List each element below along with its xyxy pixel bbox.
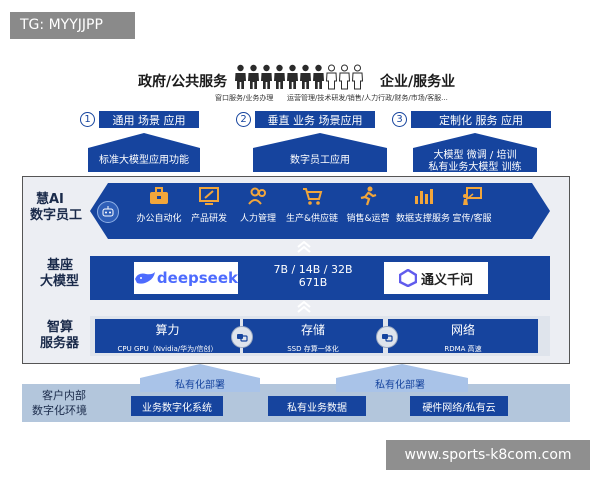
arrow-label-1: 标准大模型应用功能 xyxy=(99,155,189,166)
people-group-icon xyxy=(234,64,370,90)
business-system-box: 业务数字化系统 xyxy=(131,396,223,416)
network-sub: RDMA 高速 xyxy=(444,345,482,353)
briefcase-icon xyxy=(148,186,170,206)
deploy-label-1: 私有化部署 xyxy=(175,380,225,391)
model-sizes-line1: 7B / 14B / 32B xyxy=(273,263,353,276)
whale-icon xyxy=(135,272,155,284)
robot-icon xyxy=(97,201,119,223)
tongyi-mark-icon xyxy=(398,269,417,287)
ai-item-label: 产品研发 xyxy=(190,214,227,224)
compute-title: 算力 xyxy=(155,323,180,337)
ai-item-label: 数据支撑服务 xyxy=(395,214,450,224)
gov-sub-label: 窗口服务/业务办理 xyxy=(215,94,274,102)
storage-box: 存储 SSD 存算一体化 xyxy=(243,319,383,353)
private-data-box: 私有业务数据 xyxy=(268,396,366,416)
arrow-shape-3 xyxy=(413,133,537,172)
scene-number: 1 xyxy=(80,112,95,127)
ai-item-rnd: 产品研发 xyxy=(173,186,245,224)
ai-item-sales: 销售&运营 xyxy=(332,186,404,224)
deepseek-logo: deepseek xyxy=(134,262,238,294)
storage-sub: SSD 存算一体化 xyxy=(287,345,339,353)
scene-2: 2 垂直 业务 场景应用 xyxy=(236,111,375,128)
chevron-up-icon xyxy=(297,240,311,253)
storage-title: 存储 xyxy=(300,323,325,337)
scene-label: 定制化 服务 应用 xyxy=(411,111,551,128)
scene-number: 2 xyxy=(236,112,251,127)
ai-item-label: 人力管理 xyxy=(239,214,276,224)
ai-item-label: 办公自动化 xyxy=(136,214,182,224)
gov-public-label: 政府/公共服务 xyxy=(138,74,228,90)
customer-label-1: 客户内部 xyxy=(42,389,86,402)
compute-sub: CPU GPU（Nvidia/华为/信创） xyxy=(117,345,218,353)
arrow-label-3b: 私有业务大模型 训练 xyxy=(428,162,522,173)
scene-label: 通用 场景 应用 xyxy=(99,111,199,128)
ai-item-promo: 宣传/客服 xyxy=(436,186,508,224)
link-icon xyxy=(376,326,398,348)
deepseek-text: deepseek xyxy=(156,269,238,287)
customer-label-2: 数字化环境 xyxy=(32,404,87,417)
hardware-network-box: 硬件网络/私有云 xyxy=(410,396,508,416)
ai-employee-label-2: 数字员工 xyxy=(30,208,83,223)
ai-item-label: 宣传/客服 xyxy=(452,214,492,224)
presenter-icon xyxy=(461,186,483,206)
runner-icon xyxy=(357,186,379,206)
model-sizes: 7B / 14B / 32B 671B xyxy=(258,263,368,289)
tongyi-logo: 通义千问 xyxy=(384,262,488,294)
network-box: 网络 RDMA 高速 xyxy=(388,319,538,353)
cart-icon xyxy=(301,186,323,206)
scene-1: 1 通用 场景 应用 xyxy=(80,111,199,128)
foundation-label-2: 大模型 xyxy=(40,274,80,289)
bar-chart-icon xyxy=(412,186,434,206)
ai-item-label: 销售&运营 xyxy=(346,214,390,224)
foundation-label-1: 基座 xyxy=(47,258,74,273)
enterprise-label: 企业/服务业 xyxy=(380,74,456,90)
arrow-shape-1 xyxy=(88,133,200,172)
model-sizes-line2: 671B xyxy=(298,276,328,289)
watermark-top: TG: MYYJJPP xyxy=(10,12,135,39)
ai-item-data: 数据支撑服务 xyxy=(387,186,459,224)
arrow-label-2: 数字员工应用 xyxy=(290,155,350,166)
arrow-label-3a: 大模型 微调 / 培训 xyxy=(433,150,517,161)
ai-item-hr: 人力管理 xyxy=(222,186,294,224)
up-arrows-graphic xyxy=(88,133,537,172)
compute-label-1: 智算 xyxy=(47,320,74,335)
deploy-label-2: 私有化部署 xyxy=(375,380,425,391)
watermark-bottom: www.sports-k8com.com xyxy=(386,440,590,470)
people-icon xyxy=(247,186,269,206)
ai-item-supply: 生产&供应链 xyxy=(276,186,348,224)
ai-employee-label-1: 慧AI xyxy=(36,192,64,207)
tongyi-text: 通义千问 xyxy=(420,272,473,288)
scene-3: 3 定制化 服务 应用 xyxy=(392,111,551,128)
compute-label-2: 服务器 xyxy=(40,336,80,351)
chevron-up-icon xyxy=(297,300,311,313)
compute-box: 算力 CPU GPU（Nvidia/华为/信创） xyxy=(95,319,240,353)
network-title: 网络 xyxy=(450,323,475,337)
scene-number: 3 xyxy=(392,112,407,127)
enterprise-sub-label: 运营管理/技术研发/销售/人力行政/财务/市场/客服... xyxy=(287,94,448,102)
monitor-pen-icon xyxy=(198,186,220,206)
link-icon xyxy=(231,326,253,348)
deploy-arrows-graphic xyxy=(140,364,468,392)
ai-item-label: 生产&供应链 xyxy=(285,214,339,224)
ai-item-office: 办公自动化 xyxy=(123,186,195,224)
scene-label: 垂直 业务 场景应用 xyxy=(255,111,375,128)
arrow-shape-2 xyxy=(253,133,387,172)
